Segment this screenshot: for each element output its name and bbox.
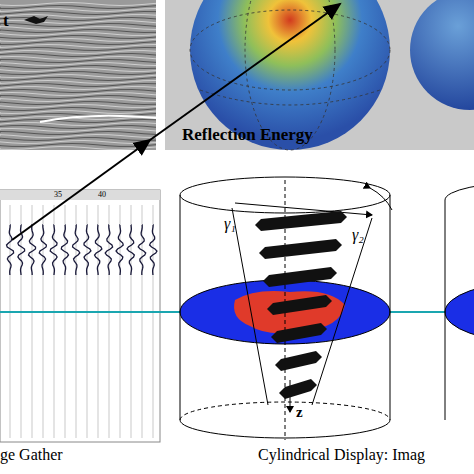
ray-ribbons (255, 211, 347, 399)
panel-title: Reflection Energy (182, 126, 313, 145)
seismic-reflectors (0, 3, 156, 150)
trace-number: 40 (98, 191, 106, 200)
caption-text: ge Gather (0, 446, 63, 464)
pointer-arrow (150, 4, 340, 140)
caption-text: Cylindrical Display: Imag (258, 446, 425, 464)
pointer-arrow (12, 140, 150, 240)
target-label: t (3, 12, 9, 31)
angle-label: γ₁ (224, 215, 236, 233)
cylinder (445, 182, 474, 420)
trace-number: 35 (54, 191, 62, 200)
axis-label: z (296, 404, 303, 421)
target-marker (24, 16, 48, 24)
cylinder (180, 177, 392, 440)
energy-sphere (410, 0, 474, 110)
gather-panel (0, 190, 160, 442)
seismic-section (0, 0, 156, 150)
gather-traces (7, 205, 157, 438)
angle-label: γ₂ (352, 226, 364, 244)
